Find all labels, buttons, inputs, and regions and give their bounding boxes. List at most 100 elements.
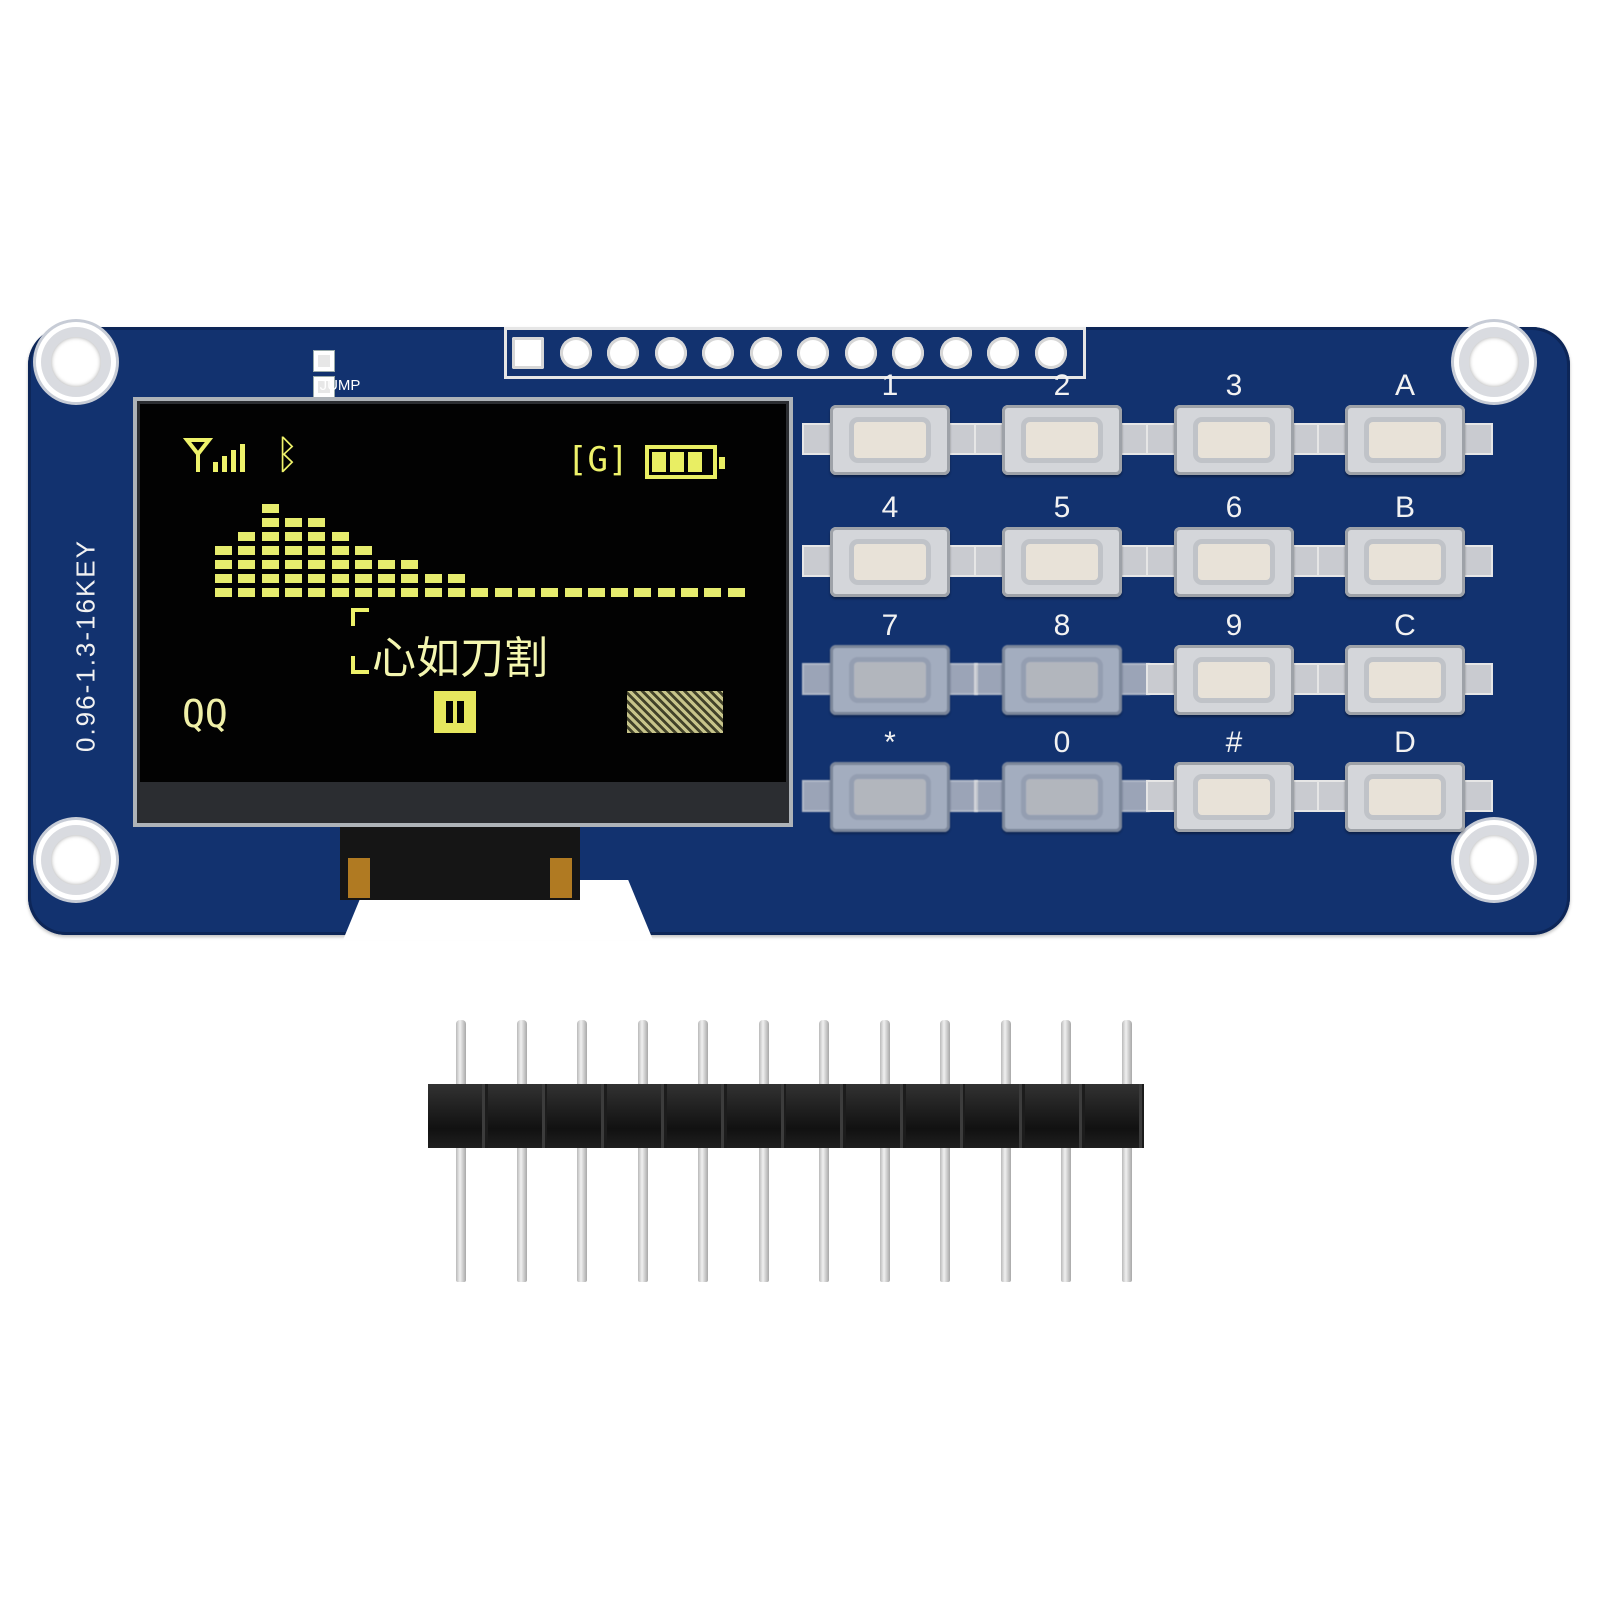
header-pad xyxy=(844,337,877,369)
equalizer-segment xyxy=(238,574,256,583)
key-cap xyxy=(854,662,926,698)
equalizer-segment xyxy=(215,574,232,583)
equalizer-segment xyxy=(308,574,326,583)
key-label-2: 2 xyxy=(1053,369,1071,402)
equalizer-segment xyxy=(284,518,302,527)
key-label-D: D xyxy=(1394,726,1416,759)
equalizer-segment xyxy=(448,588,465,597)
equalizer-segment xyxy=(261,574,279,583)
header-pad xyxy=(702,337,734,369)
header-pin xyxy=(940,1020,950,1282)
header-plastic-segment xyxy=(845,1084,903,1148)
key-label-4: 4 xyxy=(881,491,899,524)
key-cap xyxy=(1198,779,1270,815)
header-plastic-segment xyxy=(428,1084,485,1148)
header-pin xyxy=(819,1020,829,1282)
equalizer-segment xyxy=(587,588,605,597)
equalizer-segment xyxy=(284,574,302,583)
equalizer-segment xyxy=(471,588,489,597)
header-pin xyxy=(456,1020,466,1282)
key-button-7[interactable] xyxy=(802,645,978,715)
key-label-1: 1 xyxy=(881,369,899,402)
header-plastic-strip xyxy=(428,1084,1144,1148)
equalizer-segment xyxy=(564,588,582,597)
equalizer-segment xyxy=(238,588,256,597)
header-pad xyxy=(797,337,829,369)
battery-icon xyxy=(645,445,725,479)
key-button-4[interactable] xyxy=(802,527,978,597)
header-pin xyxy=(879,1020,890,1282)
equalizer-segment xyxy=(308,518,326,527)
header-plastic-segment xyxy=(666,1084,724,1148)
equalizer-segment xyxy=(634,588,652,597)
key-button-A[interactable] xyxy=(1317,405,1493,475)
jump-pads xyxy=(313,350,363,398)
key-button-1[interactable] xyxy=(802,405,978,475)
key-cap xyxy=(1198,544,1270,580)
pause-icon xyxy=(434,691,476,733)
equalizer-segment xyxy=(261,560,279,569)
equalizer-segment xyxy=(215,560,232,569)
key-label-6: 6 xyxy=(1225,491,1243,524)
header-plastic-segment xyxy=(607,1084,665,1148)
signal-icon xyxy=(183,438,245,472)
key-button-#[interactable] xyxy=(1146,762,1322,832)
key-button-*[interactable] xyxy=(802,762,978,832)
equalizer-segment xyxy=(354,588,372,597)
key-button-2[interactable] xyxy=(974,405,1150,475)
equalizer-segment xyxy=(308,532,326,541)
equalizer-segment xyxy=(401,574,419,583)
equalizer-segment xyxy=(424,588,442,597)
key-label-5: 5 xyxy=(1053,491,1071,524)
header-plastic-segment xyxy=(487,1084,545,1148)
header-plastic-segment xyxy=(905,1084,963,1148)
header-pin xyxy=(637,1020,648,1282)
bluetooth-icon: ᛒ xyxy=(275,432,299,478)
equalizer-segment xyxy=(238,546,256,555)
header-pin xyxy=(1000,1020,1011,1282)
equalizer-segment xyxy=(657,588,675,597)
equalizer-segment xyxy=(284,546,302,555)
progress-pattern xyxy=(627,691,723,733)
app-label: QQ xyxy=(182,692,228,736)
header-pad xyxy=(749,337,782,369)
key-cap xyxy=(1369,662,1441,698)
equalizer-segment xyxy=(284,532,302,541)
header-plastic-segment xyxy=(1025,1084,1082,1148)
key-label-0: 0 xyxy=(1053,726,1071,759)
key-button-C[interactable] xyxy=(1317,645,1493,715)
header-pin xyxy=(577,1020,587,1282)
key-button-9[interactable] xyxy=(1146,645,1322,715)
mounting-hole-bottom-left xyxy=(36,820,116,900)
key-cap xyxy=(1026,662,1098,698)
header-pad xyxy=(987,337,1019,369)
key-button-B[interactable] xyxy=(1317,527,1493,597)
equalizer-segment xyxy=(448,574,465,583)
header-plastic-segment xyxy=(1084,1084,1142,1148)
key-button-5[interactable] xyxy=(974,527,1150,597)
equalizer-segment xyxy=(681,588,698,597)
key-cap xyxy=(1369,544,1441,580)
key-button-8[interactable] xyxy=(974,645,1150,715)
mounting-hole-top-left xyxy=(36,322,116,402)
key-label-*: * xyxy=(884,726,896,759)
equalizer-segment xyxy=(284,560,302,569)
equalizer-segment xyxy=(378,574,396,583)
key-button-3[interactable] xyxy=(1146,405,1322,475)
key-button-D[interactable] xyxy=(1317,762,1493,832)
equalizer-segment xyxy=(354,546,372,555)
equalizer-segment xyxy=(284,588,302,597)
header-pad xyxy=(559,337,592,369)
equalizer-segment xyxy=(238,560,256,569)
header-plastic-segment xyxy=(726,1084,784,1148)
key-button-6[interactable] xyxy=(1146,527,1322,597)
key-button-0[interactable] xyxy=(974,762,1150,832)
equalizer-segment xyxy=(517,588,535,597)
key-cap xyxy=(1026,544,1098,580)
equalizer-segment xyxy=(238,532,256,541)
header-plastic-segment xyxy=(786,1084,844,1148)
equalizer-segment xyxy=(261,518,279,527)
equalizer-segment xyxy=(354,574,372,583)
song-title: 心如刀割 xyxy=(372,633,548,684)
key-cap xyxy=(1198,422,1270,458)
